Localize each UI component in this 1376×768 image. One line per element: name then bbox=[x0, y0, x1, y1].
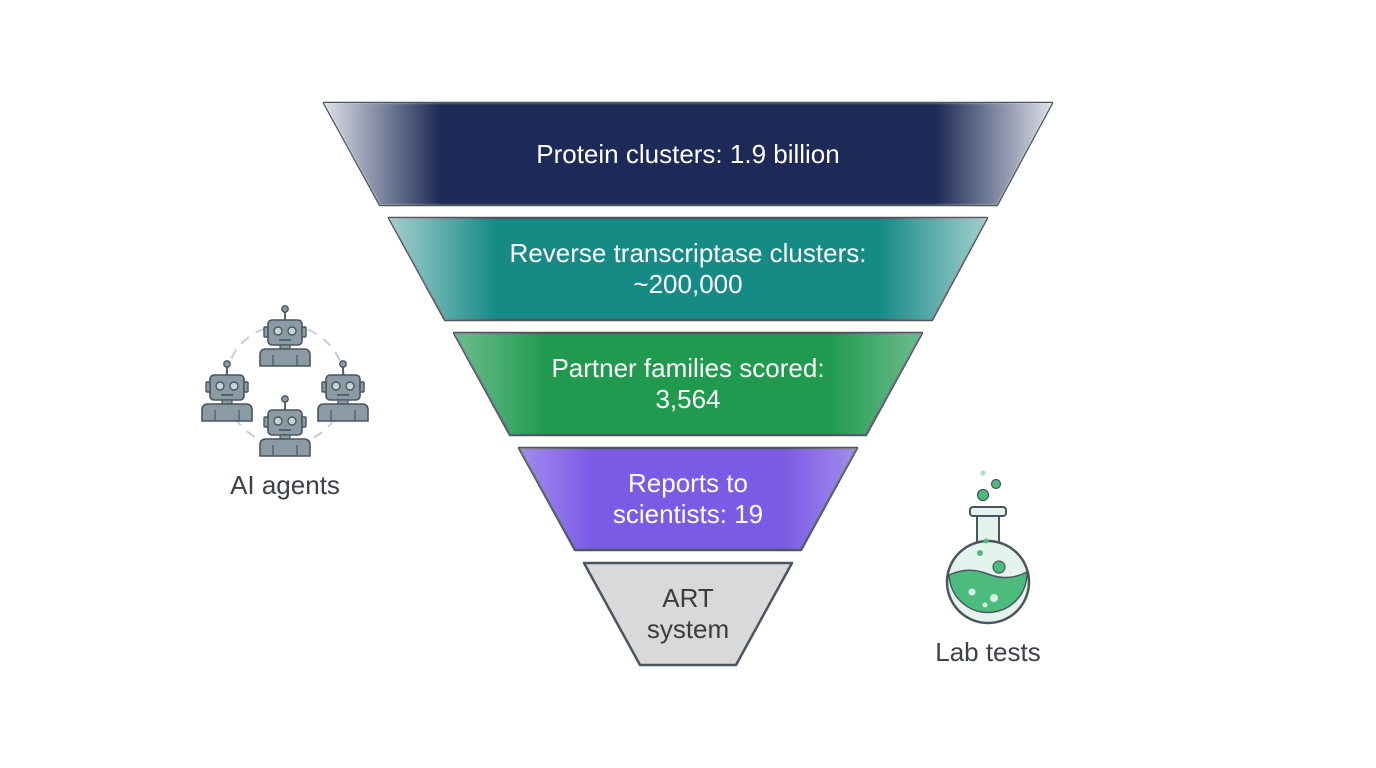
funnel-stage-1: Protein clusters: 1.9 billion bbox=[322, 101, 1054, 207]
funnel-stage-3: Partner families scored: 3,564 bbox=[452, 331, 924, 437]
stage-4-line-1: Reports to bbox=[628, 468, 748, 498]
stage-4-line-2: scientists: 19 bbox=[613, 499, 763, 529]
stage-5-line-1: ART bbox=[662, 583, 714, 613]
lab-label: Lab tests bbox=[935, 637, 1041, 667]
stage-5-shape bbox=[582, 561, 794, 667]
stage-5-line-2: system bbox=[647, 614, 729, 644]
flask-icon bbox=[945, 470, 1031, 625]
robot-icon-bottom bbox=[259, 394, 311, 457]
funnel-stage-5: ART system bbox=[582, 561, 794, 667]
robot-icon-top bbox=[259, 304, 311, 367]
funnel-stage-4: Reports to scientists: 19 bbox=[517, 446, 859, 552]
funnel-stage-2: Reverse transcriptase clusters: ~200,000 bbox=[387, 216, 989, 322]
stage-3-line-2: 3,564 bbox=[655, 384, 720, 414]
stage-1-line-1: Protein clusters: 1.9 billion bbox=[536, 139, 839, 169]
agents-label: AI agents bbox=[230, 470, 340, 500]
robot-icon-right bbox=[317, 359, 369, 422]
robot-group-icon bbox=[201, 304, 369, 457]
stage-3-line-1: Partner families scored: bbox=[551, 353, 824, 383]
stage-2-line-2: ~200,000 bbox=[633, 269, 742, 299]
robot-icon-left bbox=[201, 359, 253, 422]
stage-2-line-1: Reverse transcriptase clusters: bbox=[510, 238, 867, 268]
